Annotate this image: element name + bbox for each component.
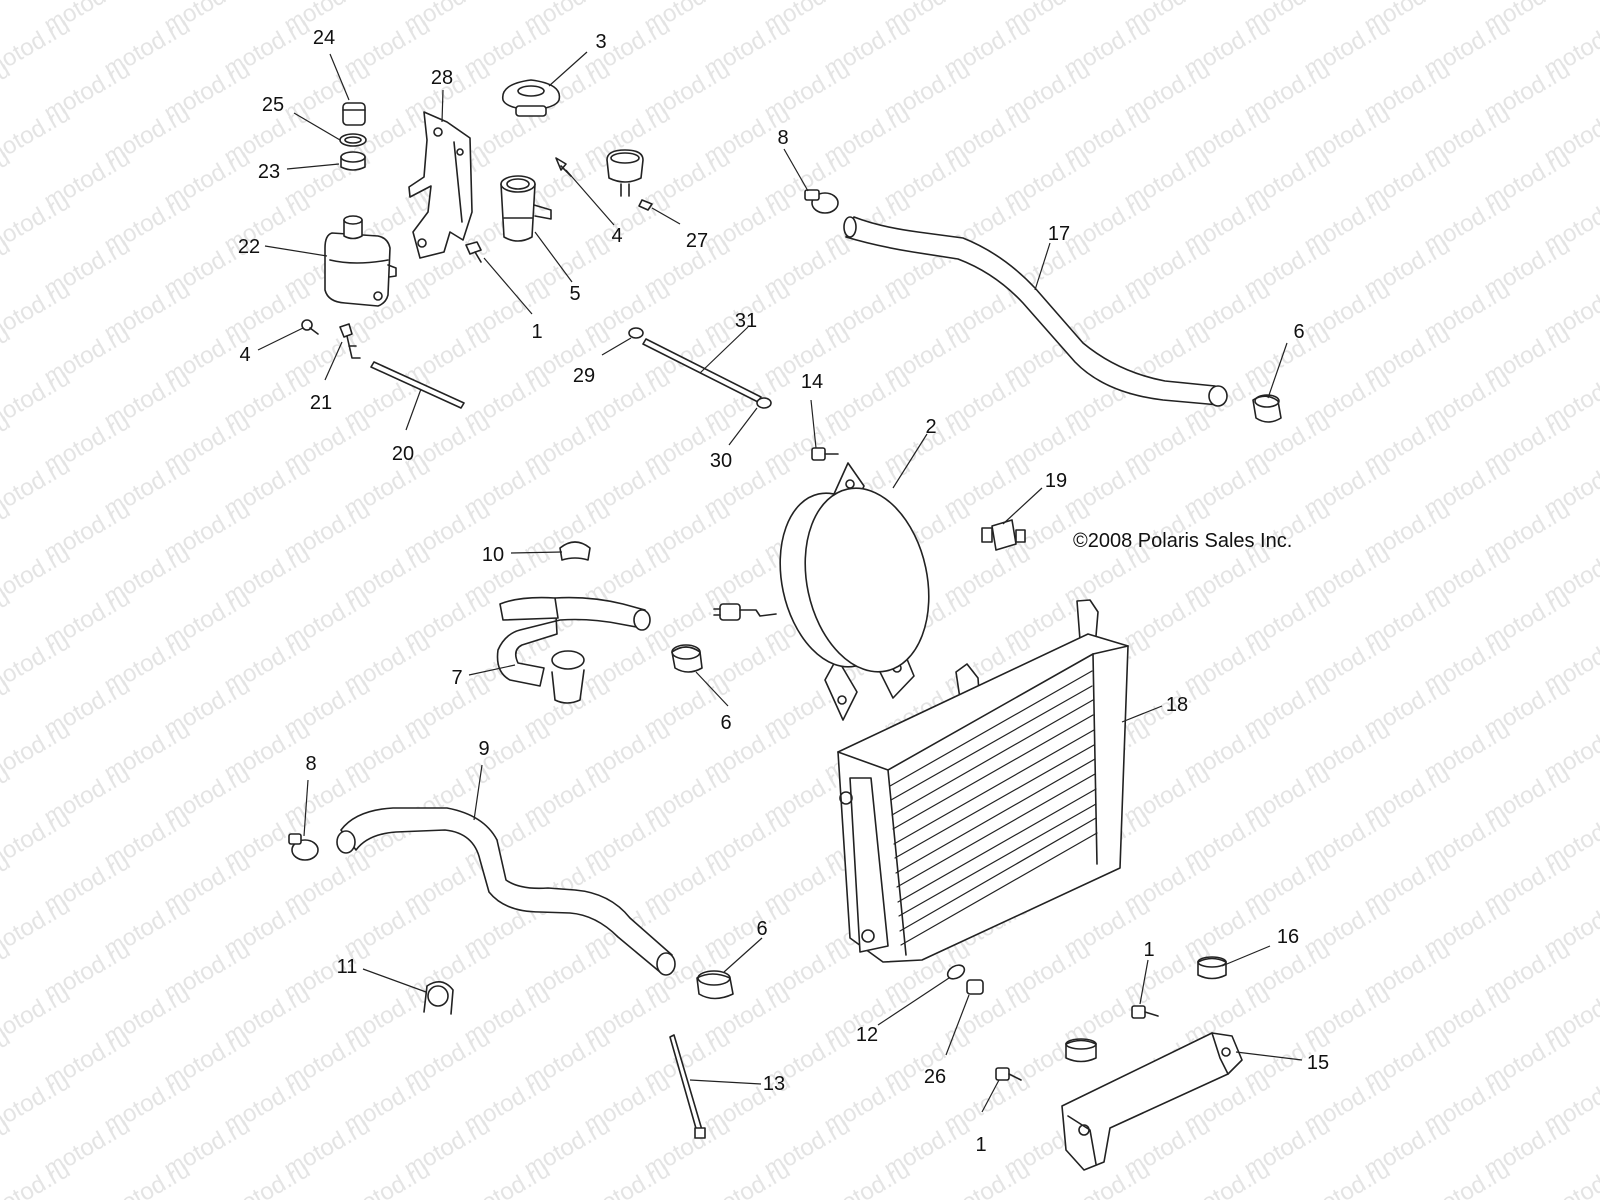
lower-radiator-hose xyxy=(336,807,676,976)
callout-2: 2 xyxy=(925,416,936,438)
callout-26: 26 xyxy=(924,1066,946,1088)
callout-14: 14 xyxy=(801,371,823,393)
callout-10: 10 xyxy=(482,544,504,566)
callout-31: 31 xyxy=(735,310,757,332)
fan-shroud xyxy=(779,462,930,721)
hose-clamp xyxy=(1252,394,1282,423)
callout-8b: 8 xyxy=(305,753,316,775)
fitting xyxy=(339,323,361,359)
callout-3: 3 xyxy=(595,31,606,53)
callout-6c: 6 xyxy=(756,918,767,940)
grommet xyxy=(1065,1038,1097,1063)
fan-connector xyxy=(713,603,777,621)
coolant-reservoir xyxy=(324,215,397,307)
callout-27: 27 xyxy=(686,230,708,252)
callout-13: 13 xyxy=(763,1073,785,1095)
bolt xyxy=(1131,1005,1159,1019)
callout-labels: 24 25 23 28 3 8 22 4 27 17 5 1 31 4 21 2… xyxy=(238,27,1329,1156)
callout-6: 6 xyxy=(1293,321,1304,343)
callout-1b: 1 xyxy=(1143,939,1154,961)
bracket xyxy=(1061,1032,1243,1171)
callout-22: 22 xyxy=(238,236,260,258)
callout-17: 17 xyxy=(1048,223,1070,245)
callout-12: 12 xyxy=(856,1024,878,1046)
hose-clamp xyxy=(559,541,591,561)
callout-16: 16 xyxy=(1277,926,1299,948)
p-clamp xyxy=(423,981,454,1015)
filler-cap xyxy=(606,149,653,211)
filler-neck xyxy=(500,175,552,242)
callout-4: 4 xyxy=(611,225,622,247)
washer xyxy=(946,964,966,980)
callout-15: 15 xyxy=(1307,1052,1329,1074)
callout-1c: 1 xyxy=(975,1134,986,1156)
leader-lines xyxy=(257,51,1303,1113)
y-hose xyxy=(496,596,651,704)
hose-clamp xyxy=(804,189,839,214)
reservoir-cap xyxy=(342,102,366,126)
hose-end xyxy=(756,397,772,409)
callout-8: 8 xyxy=(777,127,788,149)
bolt xyxy=(995,1067,1022,1081)
callout-1: 1 xyxy=(531,321,542,343)
upper-radiator-hose xyxy=(843,216,1228,407)
callout-19: 19 xyxy=(1045,470,1067,492)
overflow-hose xyxy=(370,361,465,409)
bolt xyxy=(811,447,839,461)
callout-25: 25 xyxy=(262,94,284,116)
callout-6b: 6 xyxy=(720,712,731,734)
callout-21: 21 xyxy=(310,392,332,414)
callout-9: 9 xyxy=(478,738,489,760)
hose-clamp xyxy=(696,970,734,1000)
bolt xyxy=(465,241,482,263)
callout-24: 24 xyxy=(313,27,335,49)
callout-20: 20 xyxy=(392,443,414,465)
grommet xyxy=(1197,956,1227,980)
callout-18: 18 xyxy=(1166,694,1188,716)
rubber-mount xyxy=(981,519,1026,551)
hose-clamp xyxy=(288,833,319,861)
callout-30: 30 xyxy=(710,450,732,472)
callout-5: 5 xyxy=(569,283,580,305)
cap-seal xyxy=(339,133,367,147)
cap-washer xyxy=(340,151,366,171)
hose-end xyxy=(628,327,644,339)
copyright-notice: ©2008 Polaris Sales Inc. xyxy=(1073,530,1293,552)
nut xyxy=(966,979,984,995)
callout-11: 11 xyxy=(337,956,358,978)
mounting-bracket xyxy=(408,111,473,259)
callout-4b: 4 xyxy=(239,344,250,366)
callout-29: 29 xyxy=(573,365,595,387)
hose-clamp xyxy=(671,644,703,673)
radiator xyxy=(837,599,1129,963)
radiator-cap xyxy=(501,79,561,117)
callout-23: 23 xyxy=(258,161,280,183)
callout-28: 28 xyxy=(431,67,453,89)
cable-tie xyxy=(669,1034,706,1139)
callout-7: 7 xyxy=(451,667,462,689)
screw xyxy=(301,319,319,335)
